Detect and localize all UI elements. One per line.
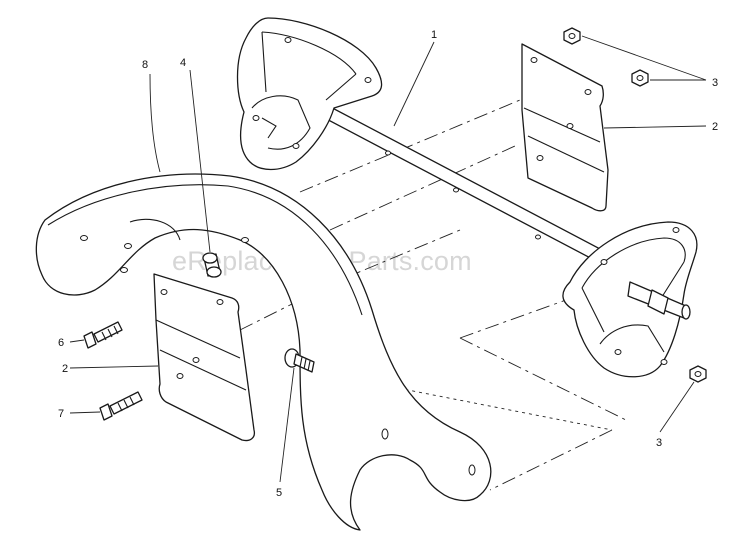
paddle-plate-part-2-upper: [521, 43, 609, 212]
bolt-part-7: [99, 391, 143, 421]
auger-flight-part-8: [35, 173, 492, 531]
leader-line-3-lower: [659, 381, 695, 433]
leader-line-7: [69, 411, 101, 414]
alignment-line: [329, 145, 516, 231]
callout-3-upper: 3: [712, 77, 718, 89]
leader-lines: [69, 35, 707, 483]
hex-nut-part-3-c: [689, 365, 707, 383]
leader-line-4: [189, 69, 211, 253]
leader-line-1: [393, 41, 435, 127]
alignment-line: [239, 229, 461, 331]
leader-line-8: [149, 73, 161, 173]
alignment-line: [299, 99, 521, 193]
callout-1: 1: [431, 29, 437, 41]
leader-line-6: [69, 339, 85, 343]
callout-6: 6: [58, 337, 64, 349]
callout-5: 5: [276, 487, 282, 499]
rear-auger-paddle: [236, 17, 383, 171]
alignment-line: [459, 337, 627, 421]
callout-2-lower: 2: [62, 363, 68, 375]
callout-4: 4: [180, 57, 186, 69]
leader-line-2-upper: [603, 125, 707, 129]
callout-3-lower: 3: [656, 437, 662, 449]
callout-8: 8: [142, 59, 148, 71]
hex-nut-part-3-b: [631, 69, 649, 87]
alignment-line: [459, 299, 567, 339]
callout-labels: 1 2 2 3 3 4 5 6 7 8: [58, 29, 718, 499]
leader-line-2-lower: [69, 365, 159, 369]
bolt-part-6: [83, 321, 123, 349]
spacer-part-4: [202, 252, 222, 278]
shoulder-bolt-part-5: [284, 348, 315, 373]
leader-line-5: [279, 367, 295, 483]
leader-line-3-upper: [581, 35, 707, 81]
alignment-line: [489, 429, 613, 491]
hex-nut-part-3-a: [563, 27, 581, 45]
paddle-plate-part-2-lower: [153, 273, 256, 442]
callout-2-upper: 2: [712, 121, 718, 133]
front-auger-paddle: [562, 221, 698, 378]
callout-7: 7: [58, 408, 64, 420]
